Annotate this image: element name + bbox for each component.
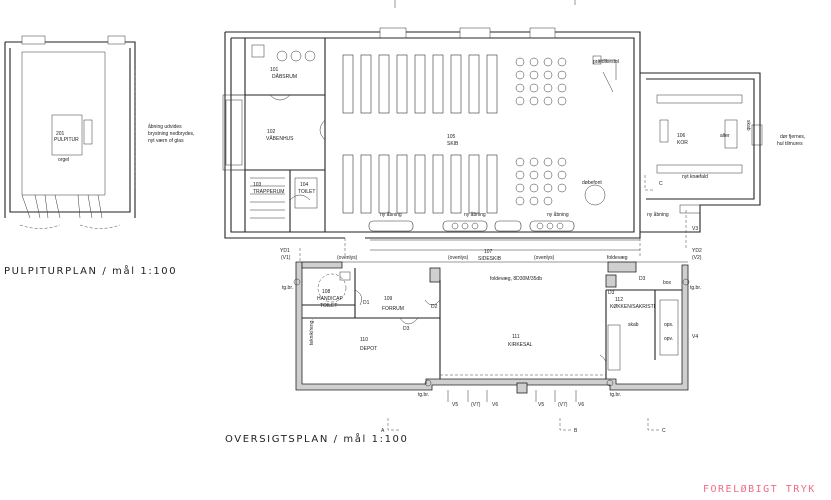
knaefald-note: nyt knæfald: [682, 174, 708, 180]
ny-aabning-2: ny åbning: [464, 211, 486, 218]
foldevaeg-top: foldevæg: [607, 255, 628, 261]
code-v5b: V5: [538, 402, 544, 408]
preliminary-stamp: FORELØBIGT TRYK: [703, 483, 816, 495]
room-112-number: 112: [615, 297, 623, 303]
aabning-note-1: åbning udvides: [148, 123, 182, 130]
tgbr-1: tg.br.: [282, 285, 293, 291]
code-yd1p: (V1): [281, 255, 291, 261]
room-107-name: SIDESKIB: [478, 256, 502, 262]
foldevaeg-main: foldevæg, 8D30M/35db: [490, 276, 542, 282]
code-c-top: C: [659, 181, 663, 187]
ops-note: ops.: [664, 322, 673, 328]
tgbr-2: tg.br.: [690, 285, 701, 291]
dobefont-note: døbefont: [582, 180, 602, 186]
overlys-1: (ovenlys): [337, 255, 358, 261]
aabning-note-3: nyt værn of glas: [148, 138, 184, 144]
section-a: A: [381, 428, 385, 434]
code-v5a: V5: [452, 402, 458, 408]
room-108-name-1: HANDICAP: [317, 296, 344, 302]
room-110-number: 110: [360, 337, 368, 343]
code-v6b: V6: [578, 402, 584, 408]
baptismal-font: [584, 184, 606, 206]
chairs: [515, 57, 567, 206]
dor-note-1: dør fjernes,: [780, 134, 805, 140]
room-109-name: FORRUM: [382, 306, 404, 312]
room-104-name: TOILET: [298, 189, 315, 195]
room-101-number: 101: [270, 67, 279, 73]
orgel-note: orgel: [58, 157, 69, 163]
room-102-name: VÅBENHUS: [266, 135, 294, 142]
overlys-3: (ovenlys): [534, 255, 555, 261]
code-yd2p: (V2): [692, 255, 702, 261]
room-110-name: DEPOT: [360, 346, 377, 352]
room-103-name: TRAPPERUM: [253, 189, 284, 195]
room-111-number: 111: [512, 334, 520, 340]
alter-note: alter: [720, 133, 730, 139]
code-v6a: V6: [492, 402, 498, 408]
teknik-note: teknik/reng.: [309, 319, 315, 345]
pulpitur-plan-title: PULPITURPLAN / mål 1:100: [4, 264, 177, 277]
tgbr-3: tg.br.: [418, 392, 429, 398]
box-note: box: [663, 280, 672, 286]
room-107-number: 107: [484, 249, 493, 255]
code-d2: D2: [431, 304, 438, 310]
praedikestol-note: prædikestol: [593, 59, 619, 65]
pulpitur-plan: 201 PULPITUR orgel åbning udvides brystn…: [4, 35, 194, 229]
room-106-number: 106: [677, 133, 686, 139]
room-111-name: KIRKESAL: [508, 342, 533, 348]
ny-aabning-4: ny åbning: [647, 211, 669, 218]
code-yd2: YD2: [692, 248, 702, 254]
room-109-number: 109: [384, 296, 393, 302]
room-105-number: 105: [447, 134, 456, 140]
room-103-number: 103: [253, 182, 262, 188]
oversigt-plan-title: OVERSIGTSPLAN / mål 1:100: [225, 432, 408, 445]
code-v7b: (V7): [558, 402, 568, 408]
code-v4: V4: [692, 334, 698, 340]
room-201-number: 201: [56, 131, 65, 137]
section-b: B: [574, 428, 578, 434]
skab-note: skab: [745, 120, 751, 131]
extension-building: [293, 175, 690, 431]
room-112-name: KØKKEN/SAKRISTI: [610, 304, 655, 310]
room-102-number: 102: [267, 129, 276, 135]
overlys-2: (ovenlys): [448, 255, 469, 261]
code-d3a: D3: [403, 326, 410, 332]
room-106-name: KOR: [677, 140, 688, 146]
room-108-number: 108: [322, 289, 331, 295]
room-105-name: SKIB: [447, 141, 459, 147]
code-yd1: YD1: [280, 248, 290, 254]
tgbr-4: tg.br.: [610, 392, 621, 398]
aabning-note-2: brystning nedbrydes,: [148, 131, 194, 137]
dor-note-2: hul tilmures: [777, 141, 803, 147]
room-201-name: PULPITUR: [54, 137, 79, 143]
ny-aabning-3: ny åbning: [547, 211, 569, 218]
ny-aabning-1: ny åbning: [380, 211, 402, 218]
code-v3: V3: [692, 226, 698, 232]
room-101-name: DÅBSRUM: [272, 73, 297, 80]
code-v7a: (V7): [471, 402, 481, 408]
room-108-name-2: TOILET: [320, 303, 337, 309]
code-d3c: D3: [608, 290, 615, 296]
room-104-number: 104: [300, 182, 309, 188]
opv-note: opv.: [664, 336, 673, 342]
pews-left: [342, 54, 498, 214]
church-building: [222, 0, 763, 258]
code-d1: D1: [363, 300, 370, 306]
section-c: C: [662, 428, 666, 434]
skab-small-note: skab: [628, 322, 639, 328]
code-d3b: D3: [639, 276, 646, 282]
